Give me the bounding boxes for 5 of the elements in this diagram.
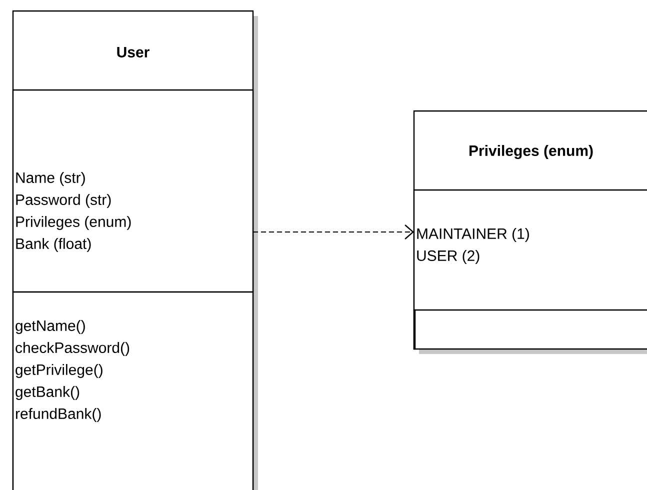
class-compartment: getName() checkPassword() getPrivilege() getBank() refundBank() (12, 291, 254, 490)
class-compartment (413, 309, 416, 350)
class-compartment: Name (str) Password (str) Privileges (enum) Bank (float) (12, 89, 254, 293)
class-compartment: MAINTAINER (1) USER (2) (413, 189, 647, 311)
dependency-arrow (252, 224, 414, 240)
